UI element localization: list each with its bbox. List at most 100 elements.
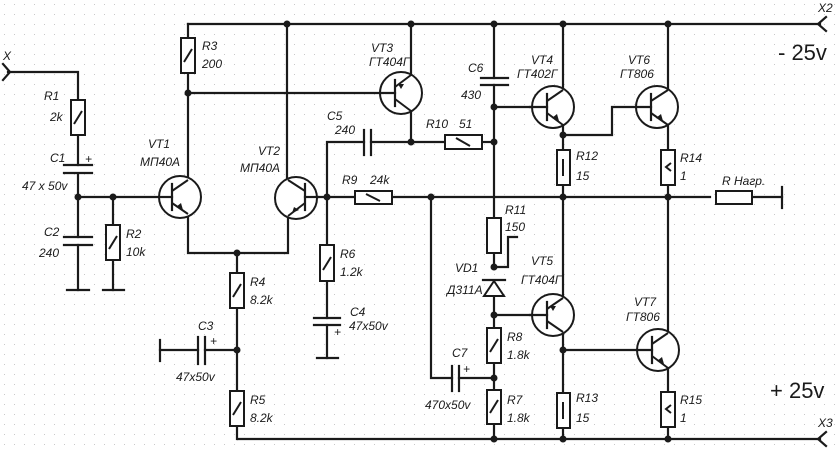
c4-value: 47x50v bbox=[349, 319, 389, 333]
c2-ref: C2 bbox=[44, 225, 60, 239]
resistor-r13: R13 15 bbox=[556, 391, 598, 429]
supply-negative-label: - 25v bbox=[778, 40, 827, 65]
transistor-vt1: VT1 МП40А bbox=[140, 137, 202, 219]
r13-value: 15 bbox=[576, 411, 590, 425]
diode-vd1: VD1 Д311А bbox=[445, 261, 507, 297]
junction-dot bbox=[559, 20, 567, 28]
junction-dot bbox=[283, 20, 291, 28]
transistor-vt7: VT7 ГТ806 bbox=[626, 295, 680, 372]
wire-c7-left bbox=[429, 195, 454, 380]
supply-positive-label: + 25v bbox=[770, 378, 824, 403]
junction-dot bbox=[664, 435, 672, 443]
terminal-x-label: X bbox=[2, 49, 12, 63]
vd1-ref: VD1 bbox=[455, 261, 478, 275]
r4-value: 8.2k bbox=[250, 293, 274, 307]
junction-dot bbox=[490, 20, 498, 28]
transistor-vt3: VT3 ГТ404Г bbox=[369, 41, 423, 115]
transistor-vt5: VT5 ГТ404Г bbox=[521, 254, 575, 337]
junction-dot bbox=[490, 311, 498, 319]
r9-ref: R9 bbox=[342, 173, 358, 187]
junction-dot bbox=[74, 193, 82, 201]
capacitor-c5: C5 240 bbox=[327, 109, 373, 157]
grid-background bbox=[4, 4, 835, 445]
junction-dot bbox=[407, 138, 415, 146]
vt2-ref: VT2 bbox=[258, 144, 280, 158]
c5-value: 240 bbox=[334, 123, 355, 137]
transistor-vt2: VT2 МП40А bbox=[240, 144, 320, 220]
junctions bbox=[74, 20, 672, 443]
c1-value: 47 x 50v bbox=[22, 179, 68, 193]
terminal-x2-label: X2 bbox=[817, 1, 833, 15]
terminal-x3-arrow bbox=[816, 430, 828, 448]
resistor-r15: R15 1 bbox=[660, 391, 702, 428]
resistor-r4: R4 8.2k bbox=[229, 272, 274, 309]
r8-ref: R8 bbox=[507, 330, 523, 344]
r6-ref: R6 bbox=[340, 247, 356, 261]
vt5-part: ГТ404Г bbox=[521, 273, 563, 287]
r14-ref: R14 bbox=[680, 151, 702, 165]
resistor-r9: R9 24k bbox=[342, 173, 393, 205]
r10-ref: R10 bbox=[426, 117, 448, 131]
r13-ref: R13 bbox=[576, 391, 598, 405]
capacitors: + C1 47 x 50v C2 240 + C3 47x50v + C4 47… bbox=[22, 61, 510, 412]
r5-ref: R5 bbox=[250, 393, 266, 407]
junction-dot bbox=[490, 138, 498, 146]
r9-value: 24k bbox=[369, 173, 390, 187]
capacitor-c3: + C3 47x50v bbox=[176, 319, 217, 384]
junction-dot bbox=[427, 193, 435, 201]
resistors: R1 2k R2 10k R3 200 R4 8.2k R5 8.2k bbox=[44, 37, 765, 429]
junction-dot bbox=[559, 193, 567, 201]
vt5-ref: VT5 bbox=[531, 254, 553, 268]
resistor-r7: R7 1.8k bbox=[486, 389, 531, 425]
resistor-r3: R3 200 bbox=[180, 37, 222, 74]
capacitor-c4: + C4 47x50v bbox=[312, 305, 389, 339]
junction-dot bbox=[490, 435, 498, 443]
junction-dot bbox=[559, 131, 567, 139]
junction-dot bbox=[109, 193, 117, 201]
junction-dot bbox=[664, 20, 672, 28]
terminal-x2-arrow bbox=[816, 15, 828, 33]
wire-r11-wiper bbox=[492, 235, 519, 269]
vt7-ref: VT7 bbox=[634, 295, 657, 309]
r7-ref: R7 bbox=[507, 393, 524, 407]
capacitor-c7: + C7 470x50v bbox=[425, 346, 471, 412]
resistor-r12: R12 15 bbox=[556, 149, 598, 186]
r1-ref: R1 bbox=[44, 89, 59, 103]
r15-ref: R15 bbox=[680, 393, 702, 407]
r11-value: 150 bbox=[505, 220, 525, 234]
c6-ref: C6 bbox=[468, 61, 484, 75]
c7-value: 470x50v bbox=[425, 398, 471, 412]
r4-ref: R4 bbox=[250, 275, 266, 289]
wire-emitters bbox=[186, 212, 290, 255]
load-ref: R Нагр. bbox=[722, 174, 765, 188]
junction-dot bbox=[233, 249, 241, 257]
vd1-part: Д311А bbox=[445, 283, 483, 297]
r12-ref: R12 bbox=[576, 149, 598, 163]
r5-value: 8.2k bbox=[250, 411, 274, 425]
resistor-r5: R5 8.2k bbox=[229, 390, 274, 427]
resistor-r11: R11 150 bbox=[486, 203, 526, 254]
vt1-ref: VT1 bbox=[148, 137, 170, 151]
vt1-part: МП40А bbox=[140, 155, 180, 169]
c6-value: 430 bbox=[461, 88, 481, 102]
resistor-r10: R10 51 bbox=[426, 117, 483, 150]
junction-dot bbox=[407, 20, 415, 28]
r1-value: 2k bbox=[49, 110, 64, 124]
c3-ref: C3 bbox=[198, 319, 214, 333]
vt6-ref: VT6 bbox=[628, 53, 650, 67]
r15-value: 1 bbox=[680, 411, 687, 425]
c7-polarity: + bbox=[463, 362, 470, 376]
c7-ref: C7 bbox=[452, 346, 469, 360]
resistor-r1: R1 2k bbox=[44, 89, 86, 136]
junction-dot bbox=[490, 263, 498, 271]
capacitor-c2: C2 240 bbox=[38, 225, 94, 260]
r12-value: 15 bbox=[576, 169, 590, 183]
r2-value: 10k bbox=[126, 245, 146, 259]
resistor-r6: R6 1.2k bbox=[319, 244, 364, 282]
junction-dot bbox=[490, 374, 498, 382]
vt7-part: ГТ806 bbox=[626, 310, 660, 324]
r3-ref: R3 bbox=[202, 39, 218, 53]
vt4-ref: VT4 bbox=[531, 53, 553, 67]
terminal-x-arrow bbox=[1, 62, 12, 82]
